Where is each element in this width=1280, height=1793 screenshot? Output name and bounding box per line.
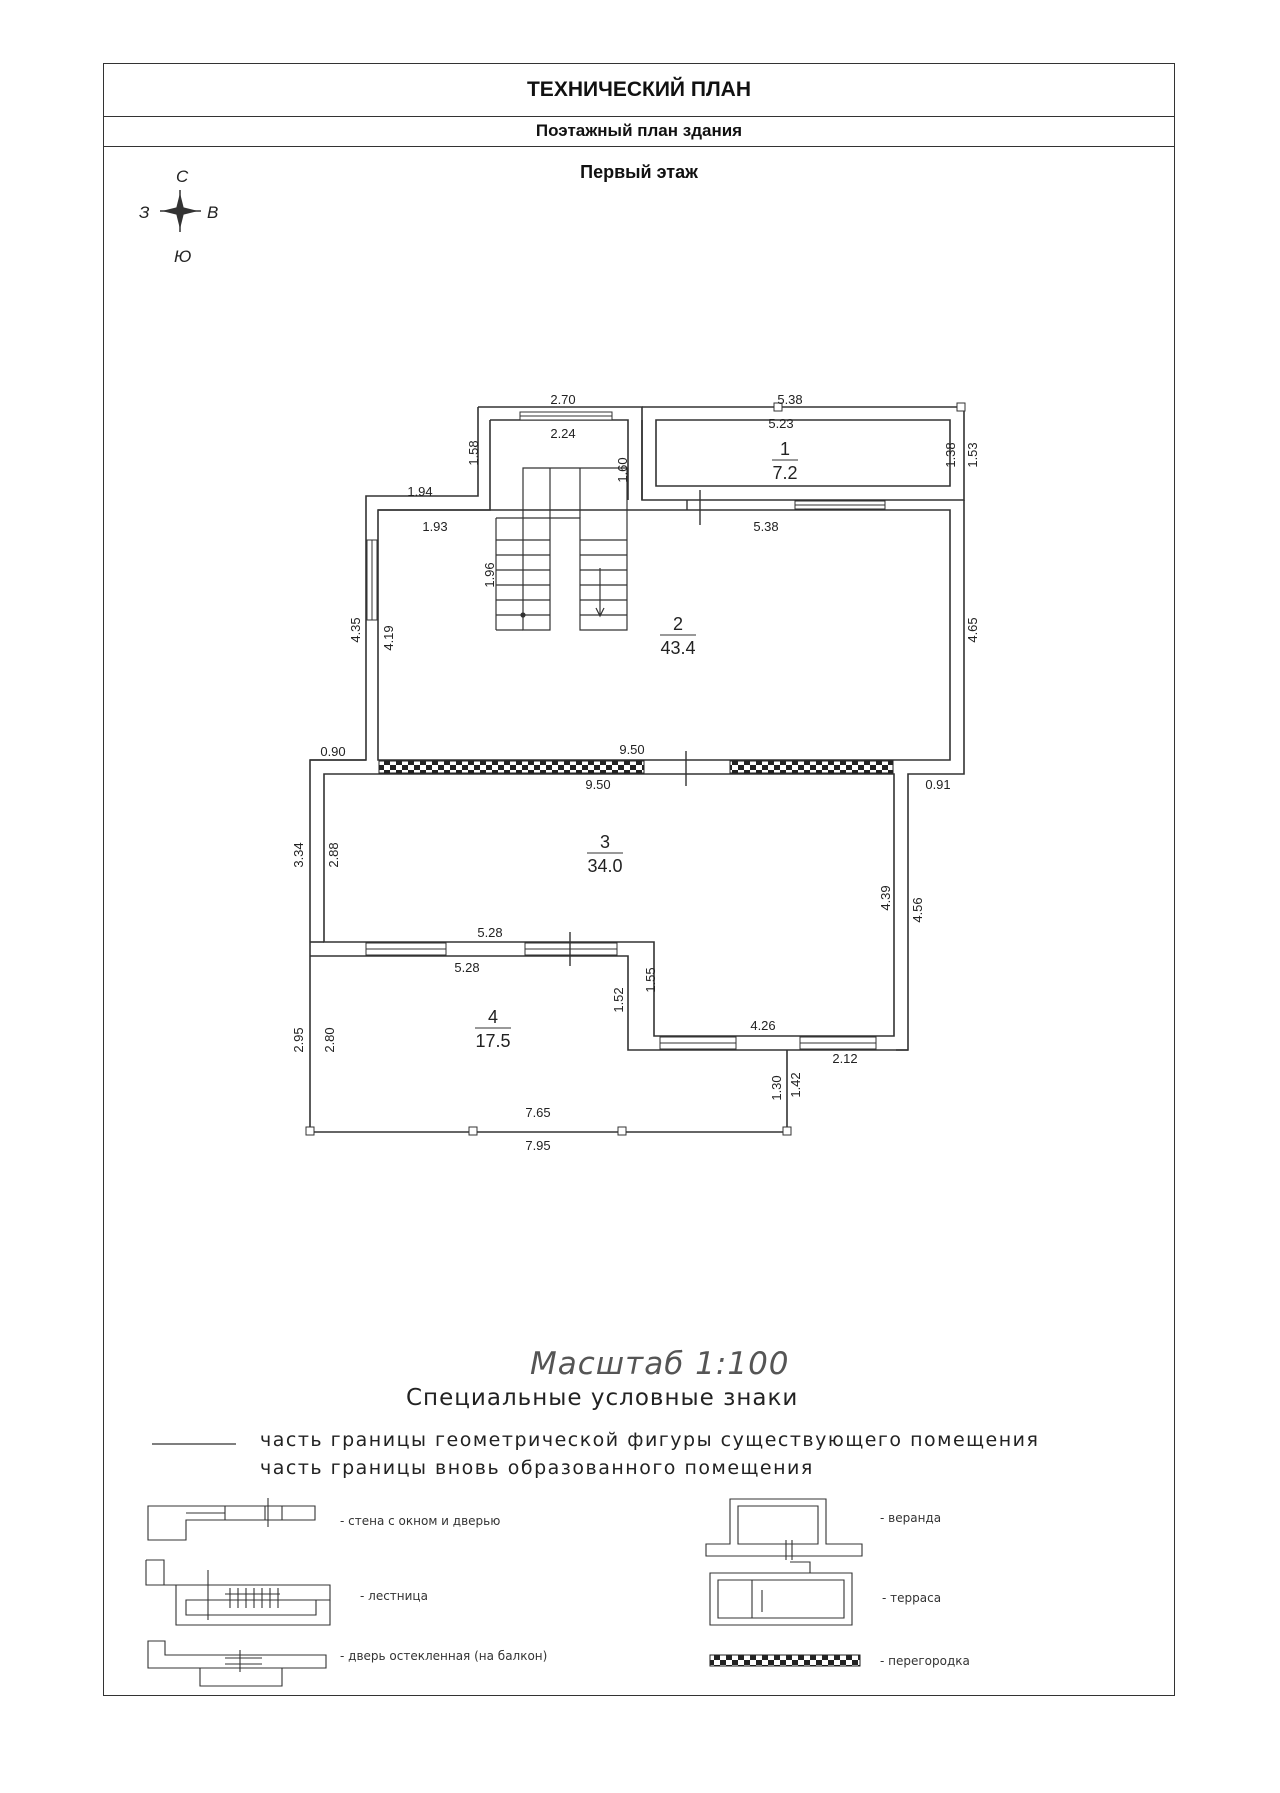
dimension-label: 5.38 bbox=[777, 392, 802, 407]
legend-terrace: - терраса bbox=[882, 1591, 942, 1605]
dimension-label: 1.38 bbox=[943, 442, 958, 467]
partition-left bbox=[378, 760, 645, 774]
dimension-label: 1.94 bbox=[407, 484, 432, 499]
dimension-label: 9.50 bbox=[619, 742, 644, 757]
legend-new-boundary: часть границы вновь образованного помеще… bbox=[260, 1457, 814, 1479]
dimension-label: 4.19 bbox=[381, 625, 396, 650]
dimension-label: 2.95 bbox=[291, 1027, 306, 1052]
room-area: 43.4 bbox=[660, 638, 695, 658]
dimension-label: 7.65 bbox=[525, 1105, 550, 1120]
dimension-label: 2.12 bbox=[832, 1051, 857, 1066]
dimension-label: 0.91 bbox=[925, 777, 950, 792]
room-number: 2 bbox=[673, 614, 683, 634]
dimension-label: 4.35 bbox=[348, 617, 363, 642]
legend-veranda: - веранда bbox=[880, 1511, 942, 1525]
dimension-label: 5.28 bbox=[454, 960, 479, 975]
room-3: 3 34.0 bbox=[587, 832, 623, 876]
legend-existing-boundary: часть границы геометрической фигуры суще… bbox=[260, 1429, 1040, 1451]
room-1: 1 7.2 bbox=[772, 439, 798, 483]
legend-partition: - перегородка bbox=[880, 1654, 970, 1668]
compass-icon bbox=[160, 190, 201, 232]
room-number: 4 bbox=[488, 1007, 498, 1027]
room-area: 7.2 bbox=[772, 463, 797, 483]
dimension-label: 1.96 bbox=[482, 562, 497, 587]
dimension-label: 4.26 bbox=[750, 1018, 775, 1033]
dimensions: 2.70 2.24 5.38 5.23 1.94 1.93 5.38 0.90 … bbox=[320, 392, 950, 1153]
room-area: 34.0 bbox=[587, 856, 622, 876]
dimension-label: 1.52 bbox=[611, 987, 626, 1012]
legend-wall-window-door: - стена с окном и дверью bbox=[340, 1514, 501, 1528]
compass-west: З bbox=[139, 203, 150, 222]
dimension-label: 5.28 bbox=[477, 925, 502, 940]
dimension-label: 1.55 bbox=[643, 967, 658, 992]
doors bbox=[569, 490, 701, 966]
scale-label: Масштаб 1:100 bbox=[530, 1346, 790, 1382]
partition-right bbox=[729, 760, 894, 774]
dimensions-vertical: 1.58 1.60 1.38 1.53 1.96 4.35 4.19 4.65 … bbox=[291, 440, 980, 1100]
room-4: 4 17.5 bbox=[475, 1007, 511, 1051]
dimension-label: 1.42 bbox=[788, 1072, 803, 1097]
floor-title: Первый этаж bbox=[580, 162, 698, 182]
room-number: 1 bbox=[780, 439, 790, 459]
dimension-label: 0.90 bbox=[320, 744, 345, 759]
dimension-label: 1.58 bbox=[466, 440, 481, 465]
dimension-label: 3.34 bbox=[291, 842, 306, 867]
page-title: ТЕХНИЧЕСКИЙ ПЛАН bbox=[104, 64, 1174, 117]
compass-north: С bbox=[176, 167, 189, 186]
stairs bbox=[495, 467, 628, 631]
legend-stairs: - лестница bbox=[360, 1589, 428, 1603]
dimension-label: 2.70 bbox=[550, 392, 575, 407]
dimension-label: 4.39 bbox=[878, 885, 893, 910]
walls bbox=[309, 406, 965, 1133]
dimension-label: 1.30 bbox=[769, 1075, 784, 1100]
dimension-label: 5.23 bbox=[768, 416, 793, 431]
dimension-label: 9.50 bbox=[585, 777, 610, 792]
compass-south: Ю bbox=[174, 247, 191, 266]
legend-glazed-door: - дверь остекленная (на балкон) bbox=[340, 1649, 548, 1663]
legend-symbols bbox=[145, 1498, 863, 1687]
page-subtitle: Поэтажный план здания bbox=[104, 116, 1174, 147]
dimension-label: 4.65 bbox=[965, 617, 980, 642]
dimension-label: 4.56 bbox=[910, 897, 925, 922]
dimension-label: 1.60 bbox=[615, 457, 630, 482]
dimension-label: 2.24 bbox=[550, 426, 575, 441]
legend-title: Специальные условные знаки bbox=[406, 1385, 799, 1411]
dimension-label: 1.53 bbox=[965, 442, 980, 467]
dimension-label: 1.93 bbox=[422, 519, 447, 534]
posts bbox=[305, 402, 966, 1136]
windows bbox=[365, 411, 886, 1050]
dimension-label: 2.80 bbox=[322, 1027, 337, 1052]
room-2: 2 43.4 bbox=[660, 614, 696, 658]
dimension-label: 2.88 bbox=[326, 842, 341, 867]
room-area: 17.5 bbox=[475, 1031, 510, 1051]
plan-sheet: ТЕХНИЧЕСКИЙ ПЛАН Поэтажный план здания П… bbox=[103, 63, 1175, 1696]
compass-east: В bbox=[207, 203, 218, 222]
room-number: 3 bbox=[600, 832, 610, 852]
dimension-label: 7.95 bbox=[525, 1138, 550, 1153]
legend-partition-swatch bbox=[709, 1654, 861, 1667]
dimension-label: 5.38 bbox=[753, 519, 778, 534]
